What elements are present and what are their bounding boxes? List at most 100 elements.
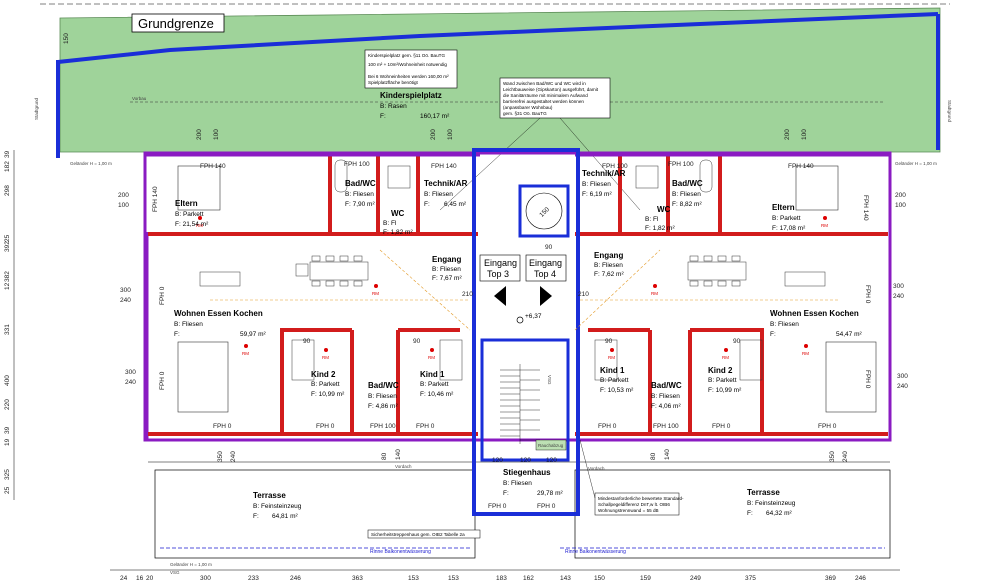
- left-dim-value: 382: [4, 271, 11, 282]
- w-200-2: 200: [430, 129, 437, 140]
- engang-r-b: B: Fliesen: [594, 262, 623, 269]
- terrasse-r-area: 64,32 m²: [766, 510, 792, 517]
- rm-label-7: RM: [802, 351, 809, 356]
- rinne-right-label: Rinne Balkonentwässerung: [565, 549, 626, 555]
- grundgrenze-label: Grundgrenze: [138, 16, 214, 31]
- wc-l-f: F: 1,82 m²: [383, 229, 413, 236]
- bottom-dim-value: 375: [745, 575, 756, 582]
- bed-eltern-left: [177, 165, 221, 211]
- w-210-1: 210: [462, 291, 473, 298]
- level-marker-icon: [516, 316, 524, 324]
- w-80-1: 80: [381, 452, 388, 460]
- kind1-r-name: Kind 1: [600, 366, 625, 375]
- fph-140-right: FPH 140: [862, 195, 869, 221]
- fph-0-right-1: FPH 0: [864, 285, 871, 304]
- left-dim-value: 298: [4, 185, 11, 196]
- wand-note-leader-1: [439, 117, 541, 211]
- w-200-left: 200: [118, 192, 129, 199]
- technik-r-name: Technik/AR: [582, 169, 626, 178]
- stiegenhaus-b: B: Fliesen: [503, 480, 532, 487]
- fph-0-left-1: FPH 0: [159, 286, 166, 305]
- kind2-l-name: Kind 2: [311, 370, 336, 379]
- bottom-dim-value: 159: [640, 575, 651, 582]
- rauchabzug-box: [535, 439, 567, 451]
- side-label-left: Stadtgrund: [34, 97, 39, 120]
- eltern-l-name: Eltern: [175, 199, 198, 208]
- kind1-r-f: F: 10,53 m²: [600, 387, 634, 394]
- technik-r-b: B: Fliesen: [582, 181, 611, 188]
- left-dim-value: 400: [4, 375, 11, 386]
- entrance-top3-line2: Top 3: [487, 269, 509, 279]
- bed-kind1-right: [594, 339, 618, 381]
- fph-100-b1: FPH 100: [370, 423, 396, 430]
- spielplatz-note-1: Kinderspielplatz gem. §11 Oö. BauTG: [368, 53, 445, 58]
- wc-l-b: B: Fl: [383, 220, 397, 227]
- elevator-shaft: [518, 184, 570, 238]
- bottom-dim-value: 162: [523, 575, 534, 582]
- schall-note-2: Schallpegeldifferenz DnT,w lt. OIB6: [598, 502, 670, 507]
- fph-140-left: FPH 140: [152, 186, 159, 212]
- rm-label-2: RM: [242, 351, 249, 356]
- wohnen-r-area: 54,47 m²: [836, 331, 862, 338]
- kitchen-counter-left: [199, 271, 241, 287]
- elevator-turning-circle: [525, 192, 563, 230]
- eltern-r-f: F: 17,08 m²: [772, 225, 806, 232]
- fph-0-b6: FPH 0: [818, 423, 837, 430]
- rm-label-9: RM: [608, 355, 615, 360]
- wand-note-2: Leichtbauweise (Gipskarton) ausgeführt, …: [503, 87, 599, 92]
- w-200-right: 200: [895, 192, 906, 199]
- wand-note-box: [499, 77, 611, 119]
- left-dim-value: 19: [4, 438, 11, 446]
- w-210-2: 210: [578, 291, 589, 298]
- property-line: [57, 12, 939, 64]
- wohnen-r-name: Wohnen Essen Kochen: [770, 309, 859, 318]
- sofa-right: [825, 341, 877, 413]
- badwc2-l-name: Bad/WC: [368, 381, 399, 390]
- bottom-dim-value: 369: [825, 575, 836, 582]
- w-120-1: 120: [492, 457, 503, 464]
- left-dim-value: 182: [4, 161, 11, 172]
- fph-100-2: FPH 100: [602, 163, 628, 170]
- badwc-l-f: F: 7,90 m²: [345, 201, 375, 208]
- w-300-left-1: 300: [120, 287, 131, 294]
- w-90-1: 90: [303, 338, 311, 345]
- terrasse-l-b: B: Feinsteinzeug: [253, 503, 302, 510]
- axis-lines: [210, 249, 840, 331]
- fph-0-left-2: FPH 0: [159, 371, 166, 390]
- building-outline: [143, 151, 892, 442]
- terrasse-l-name: Terrasse: [253, 491, 286, 500]
- gelaender-bottom-label: Geländer H = 1,00 m: [170, 562, 212, 567]
- rm-label-6: RM: [821, 223, 828, 228]
- w-120-2: 120: [520, 457, 531, 464]
- fph-100-b2: FPH 100: [653, 423, 679, 430]
- vordach-right-label: Vordach: [588, 466, 605, 471]
- kind2-l-b: B: Parkett: [311, 381, 340, 388]
- terrasse-l-f: F:: [253, 513, 259, 520]
- rm-label-1: RM: [196, 223, 203, 228]
- w-140-2: 140: [664, 449, 671, 460]
- technik-l-area: 6,45 m²: [444, 201, 467, 208]
- kind2-r-name: Kind 2: [708, 366, 733, 375]
- fph-140-2: FPH 140: [431, 163, 457, 170]
- badwc2-l-b: B: Fliesen: [368, 393, 397, 400]
- schall-note-leader: [579, 439, 596, 499]
- kinderspielplatz-name: Kinderspielplatz: [380, 91, 442, 100]
- left-dim-value: 331: [4, 324, 11, 335]
- terrasse-l-area: 64,81 m²: [272, 513, 298, 520]
- wc-r-name: WC: [657, 205, 671, 214]
- kind2-r-f: F: 10,99 m²: [708, 387, 742, 394]
- rm-label-10: RM: [722, 355, 729, 360]
- sofa-left: [177, 341, 229, 413]
- technik-r-f: F: 6,19 m²: [582, 191, 612, 198]
- left-dim-value: 39: [4, 150, 11, 158]
- w-300-right-2: 300: [897, 373, 908, 380]
- schall-note-1: Mindestanforderliche bewertete Standard-: [598, 496, 684, 501]
- rm-markers: [198, 216, 827, 352]
- stair-core: [480, 338, 570, 462]
- bottom-dim-value: 153: [448, 575, 459, 582]
- fph-0-b4: FPH 0: [598, 423, 617, 430]
- fph-100-1: FPH 100: [344, 161, 370, 168]
- spielplatz-note-4: Spielplatzfläche benötigt: [368, 80, 419, 85]
